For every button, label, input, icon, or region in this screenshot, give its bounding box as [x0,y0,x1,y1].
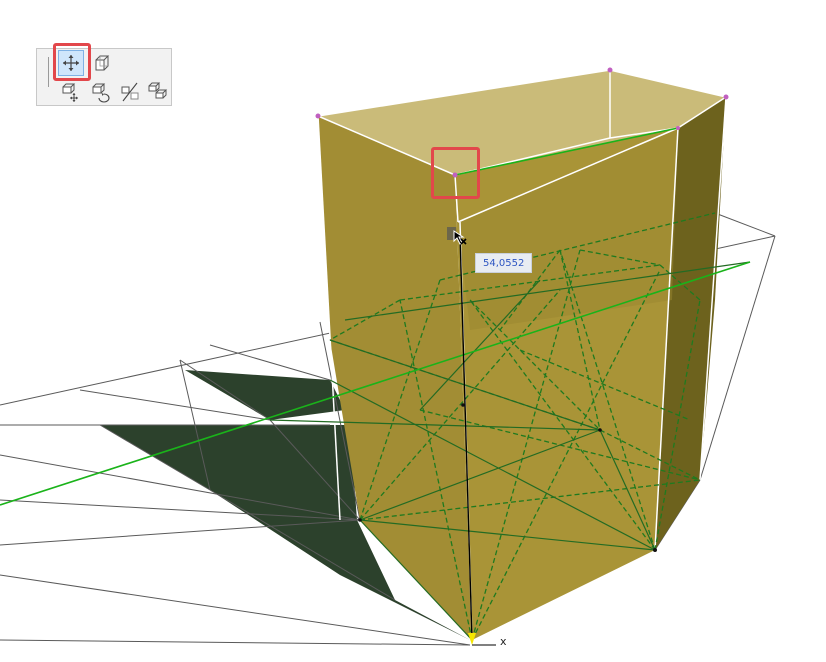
move-tool-button[interactable] [58,50,84,76]
palette-grip[interactable] [48,57,49,87]
vertex-markers [315,67,729,178]
move-arrows-icon [62,54,80,72]
shadow-polygon-upper [185,370,345,420]
dashed-truss-lines [329,212,716,641]
x-axis-label: x [500,635,507,648]
node-points [358,403,657,552]
wall-face-right [655,97,726,550]
origin-marker [468,633,476,645]
snap-hint-square [447,227,456,240]
green-reference-lines [0,127,751,506]
multiply-copy-button[interactable] [145,79,171,105]
wall-inner-face [458,128,678,330]
rotate-copy-icon [90,81,112,103]
drag-copy-icon [60,81,82,103]
pet-palette [36,43,172,106]
cursor-icon [452,229,470,251]
drag-copy-button[interactable] [58,79,84,105]
tracker-value-box[interactable]: 54,0552 [475,253,533,273]
multiply-copy-icon [147,81,169,103]
elevation-guide-line [459,234,473,641]
mirror-copy-button[interactable] [117,79,143,105]
wall-face-left [318,116,472,640]
vertex-highlight-box [431,147,480,199]
rotate-copy-button[interactable] [88,79,114,105]
mirror-copy-icon [119,81,141,103]
tracker-value: 54,0552 [483,258,525,269]
elevate-tool-button[interactable] [89,50,115,76]
elevate-box-icon [92,53,112,73]
solid-truss-lines [269,261,751,641]
wall-face-back [318,70,726,175]
shadow-polygon-left [100,425,470,640]
